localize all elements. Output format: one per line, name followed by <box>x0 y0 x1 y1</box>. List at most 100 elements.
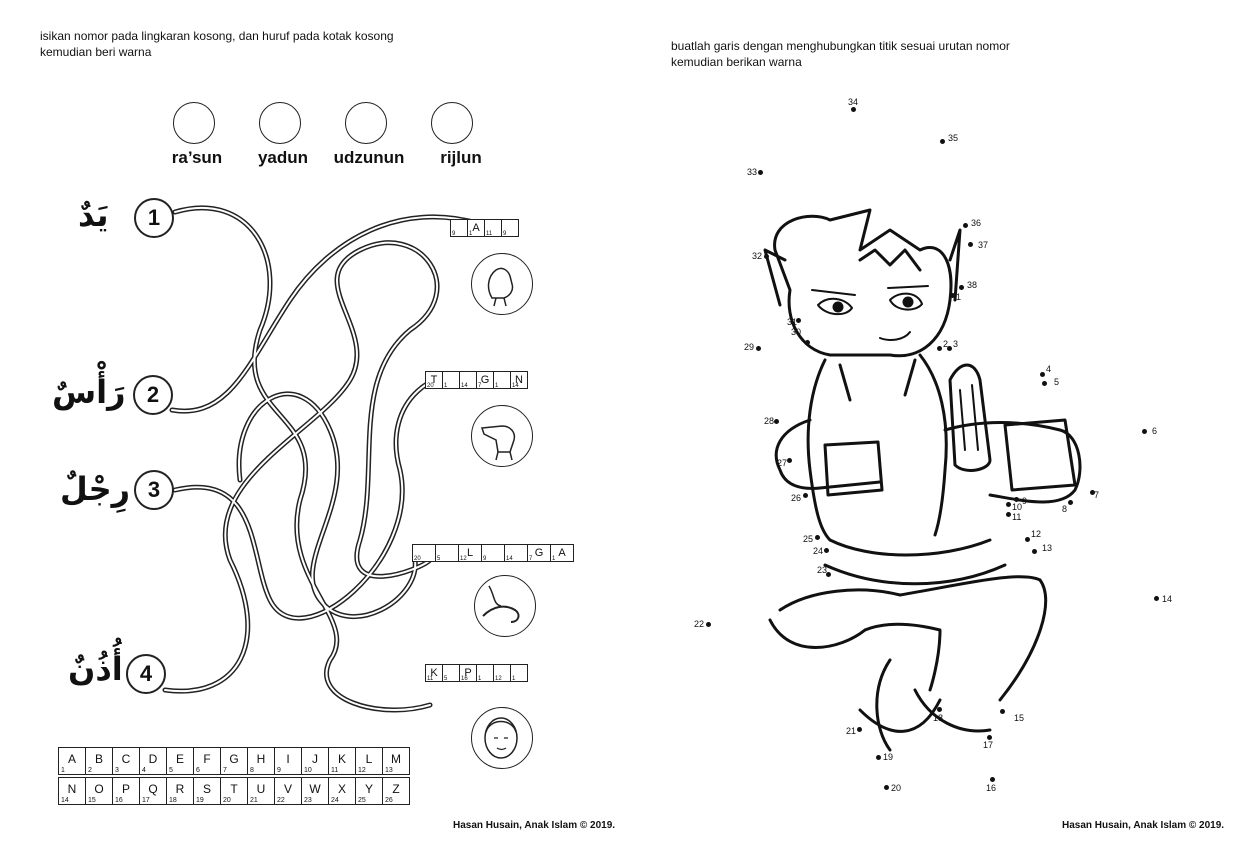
letter-box[interactable]: 12 <box>493 664 511 682</box>
dot[interactable] <box>1040 372 1045 377</box>
answer-circle-2[interactable] <box>259 102 301 144</box>
letter-box[interactable]: 1 <box>476 664 494 682</box>
dot[interactable] <box>805 340 810 345</box>
letter-box[interactable]: 14 <box>459 371 477 389</box>
dot-label: 38 <box>967 280 978 290</box>
dot-label: 36 <box>971 218 982 228</box>
dot[interactable] <box>1025 537 1030 542</box>
dot-label: 32 <box>752 251 763 261</box>
dot[interactable] <box>857 727 862 732</box>
letter-box[interactable]: 20 <box>412 544 436 562</box>
arabic-udzunun: أُذُنٌ <box>68 650 123 688</box>
dot[interactable] <box>947 346 952 351</box>
dot-label: 15 <box>1014 713 1025 723</box>
dot[interactable] <box>796 318 801 323</box>
dot[interactable] <box>1090 490 1095 495</box>
dot[interactable] <box>764 254 769 259</box>
dot[interactable] <box>940 139 945 144</box>
dot-label: 21 <box>846 726 857 736</box>
dot-label: 19 <box>883 752 894 762</box>
right-instruction: buatlah garis dengan menghubungkan titik… <box>671 38 1010 70</box>
word-yadun: yadun <box>257 148 309 167</box>
dot[interactable] <box>824 548 829 553</box>
ear-picture <box>474 575 536 637</box>
dot[interactable] <box>1154 596 1159 601</box>
letter-box[interactable]: 5 <box>435 544 459 562</box>
letter-box[interactable]: 1 <box>442 371 460 389</box>
dot[interactable] <box>876 755 881 760</box>
letter-box[interactable]: 9 <box>501 219 519 237</box>
letter-box[interactable]: 1 <box>510 664 528 682</box>
arabic-rasun: رَأْسٌ <box>52 373 126 411</box>
letter-box[interactable]: 11 <box>484 219 502 237</box>
dot-label: 33 <box>747 167 758 177</box>
dot-label: 17 <box>983 740 994 750</box>
dot[interactable] <box>706 622 711 627</box>
letter-box[interactable]: 9 <box>481 544 505 562</box>
dot[interactable] <box>937 707 942 712</box>
answer-circle-3[interactable] <box>345 102 387 144</box>
dot[interactable] <box>1068 500 1073 505</box>
dot[interactable] <box>959 285 964 290</box>
dot[interactable] <box>1006 512 1011 517</box>
dot[interactable] <box>963 223 968 228</box>
dot-label: 13 <box>1042 543 1053 553</box>
dot[interactable] <box>968 242 973 247</box>
dot[interactable] <box>1032 549 1037 554</box>
dot[interactable] <box>851 107 856 112</box>
ear-icon <box>482 585 520 623</box>
dot[interactable] <box>1000 709 1005 714</box>
dot[interactable] <box>990 777 995 782</box>
dot[interactable] <box>787 458 792 463</box>
hand-picture <box>471 253 533 315</box>
dot[interactable] <box>803 493 808 498</box>
dot-label: 35 <box>948 133 959 143</box>
letter-box[interactable]: 1 <box>493 371 511 389</box>
number-circle-3: 3 <box>134 470 174 510</box>
dot[interactable] <box>884 785 889 790</box>
palm-hand-icon <box>480 425 516 461</box>
dot-label: 6 <box>1152 426 1158 436</box>
letter-box[interactable]: 14 <box>504 544 528 562</box>
dot[interactable] <box>1006 502 1011 507</box>
left-instruction-line2: kemudian beri warna <box>40 45 152 59</box>
dot[interactable] <box>758 170 763 175</box>
dot[interactable] <box>937 346 942 351</box>
dot[interactable] <box>987 735 992 740</box>
dot[interactable] <box>756 346 761 351</box>
dot[interactable] <box>1142 429 1147 434</box>
dot[interactable] <box>826 572 831 577</box>
dot[interactable] <box>950 293 955 298</box>
letter-box[interactable]: 5 <box>442 664 460 682</box>
answer-circle-4[interactable] <box>431 102 473 144</box>
word-rasun: ra’sun <box>171 148 223 167</box>
dot[interactable] <box>1042 381 1047 386</box>
dot[interactable] <box>1014 497 1019 502</box>
dot-label: 28 <box>764 416 775 426</box>
dot-label: 27 <box>777 458 788 468</box>
right-instruction-line1: buatlah garis dengan menghubungkan titik… <box>671 39 1010 53</box>
dot[interactable] <box>815 535 820 540</box>
dot[interactable] <box>774 419 779 424</box>
answer-circle-1[interactable] <box>173 102 215 144</box>
letter-box[interactable]: 9 <box>450 219 468 237</box>
dot-label: 23 <box>817 565 828 575</box>
